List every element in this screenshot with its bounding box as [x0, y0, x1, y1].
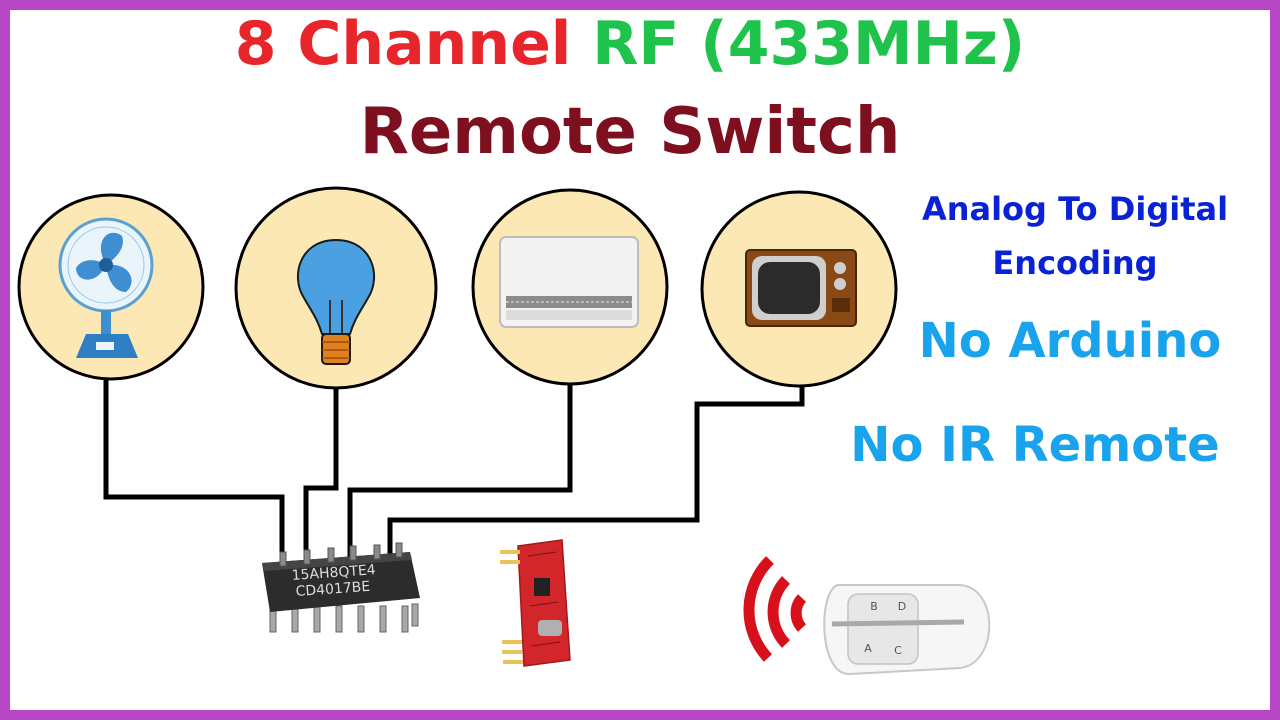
bulb-icon — [296, 238, 376, 365]
page-subtitle: Remote Switch — [359, 95, 901, 169]
air-conditioner-icon — [499, 236, 639, 328]
tv-icon — [745, 249, 857, 327]
signal-waves-icon — [743, 556, 807, 662]
title-rf: RF (433MHz) — [592, 9, 1026, 79]
chip-marking-1: 15AH8QTE4 — [291, 562, 376, 584]
remote-button-b: B — [870, 600, 878, 613]
frame — [10, 10, 1270, 710]
page-title: 8 Channel RF (433MHz) — [0, 8, 1270, 80]
wire-bulb — [303, 385, 339, 560]
feature-encoding-line1: Analog To Digital — [921, 190, 1229, 228]
feature-encoding: Analog To Digital Encoding — [890, 182, 1260, 290]
feature-no-arduino: No Arduino — [918, 313, 1222, 369]
rf-receiver-module-icon — [500, 539, 571, 667]
remote-button-a: A — [864, 642, 872, 655]
remote-button-d: D — [898, 600, 906, 613]
wire-fan — [103, 372, 285, 560]
title-channel: 8 Channel — [234, 9, 572, 79]
wire-tv — [387, 385, 805, 560]
wire-ac — [347, 385, 573, 560]
wires — [103, 372, 805, 560]
remote-fob-icon: B D A C — [823, 584, 991, 676]
fan-icon — [58, 217, 154, 358]
chip-marking-2: CD4017BE — [295, 579, 371, 600]
ic-chip-icon: 15AH8QTE4 CD4017BE — [262, 542, 420, 633]
remote-button-c: C — [894, 644, 902, 657]
feature-encoding-line2: Encoding — [992, 244, 1158, 282]
feature-no-ir-remote: No IR Remote — [850, 417, 1220, 473]
